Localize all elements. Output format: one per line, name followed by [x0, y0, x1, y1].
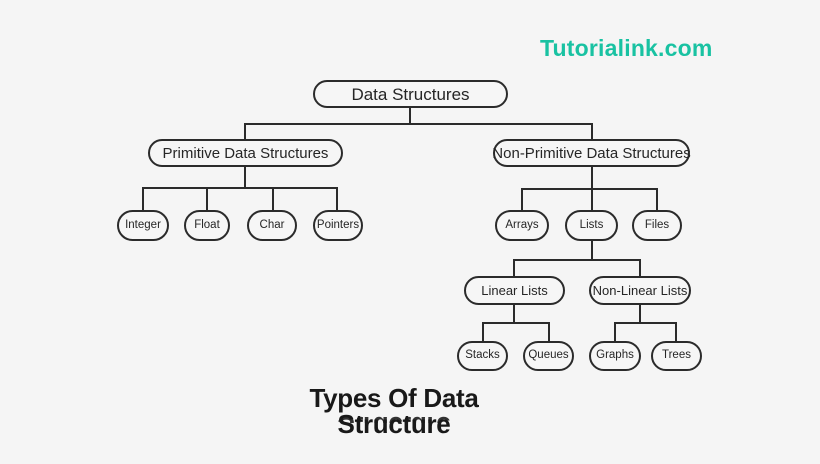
node-files: Files	[632, 210, 682, 241]
node-linear-lists: Linear Lists	[464, 276, 565, 305]
node-non-linear-lists: Non-Linear Lists	[589, 276, 691, 305]
node-primitive-data-structures: Primitive Data Structures	[148, 139, 343, 167]
diagram-title-reflection-text: Types Of Data Structure	[253, 413, 535, 423]
node-integer: Integer	[117, 210, 169, 241]
brand-watermark: Tutorialink.com	[540, 35, 713, 61]
node-lists: Lists	[565, 210, 618, 241]
node-pointers: Pointers	[313, 210, 363, 241]
diagram-title-reflection: Types Of Data Structure	[253, 413, 535, 423]
node-trees: Trees	[651, 341, 702, 371]
node-char: Char	[247, 210, 297, 241]
node-graphs: Graphs	[589, 341, 641, 371]
node-float: Float	[184, 210, 230, 241]
node-non-primitive-data-structures: Non-Primitive Data Structures	[492, 139, 691, 167]
node-queues: Queues	[523, 341, 574, 371]
node-data-structures: Data Structures	[313, 80, 508, 108]
node-stacks: Stacks	[457, 341, 508, 371]
diagram-title: Types Of Data Structure	[309, 383, 479, 439]
node-arrays: Arrays	[495, 210, 549, 241]
